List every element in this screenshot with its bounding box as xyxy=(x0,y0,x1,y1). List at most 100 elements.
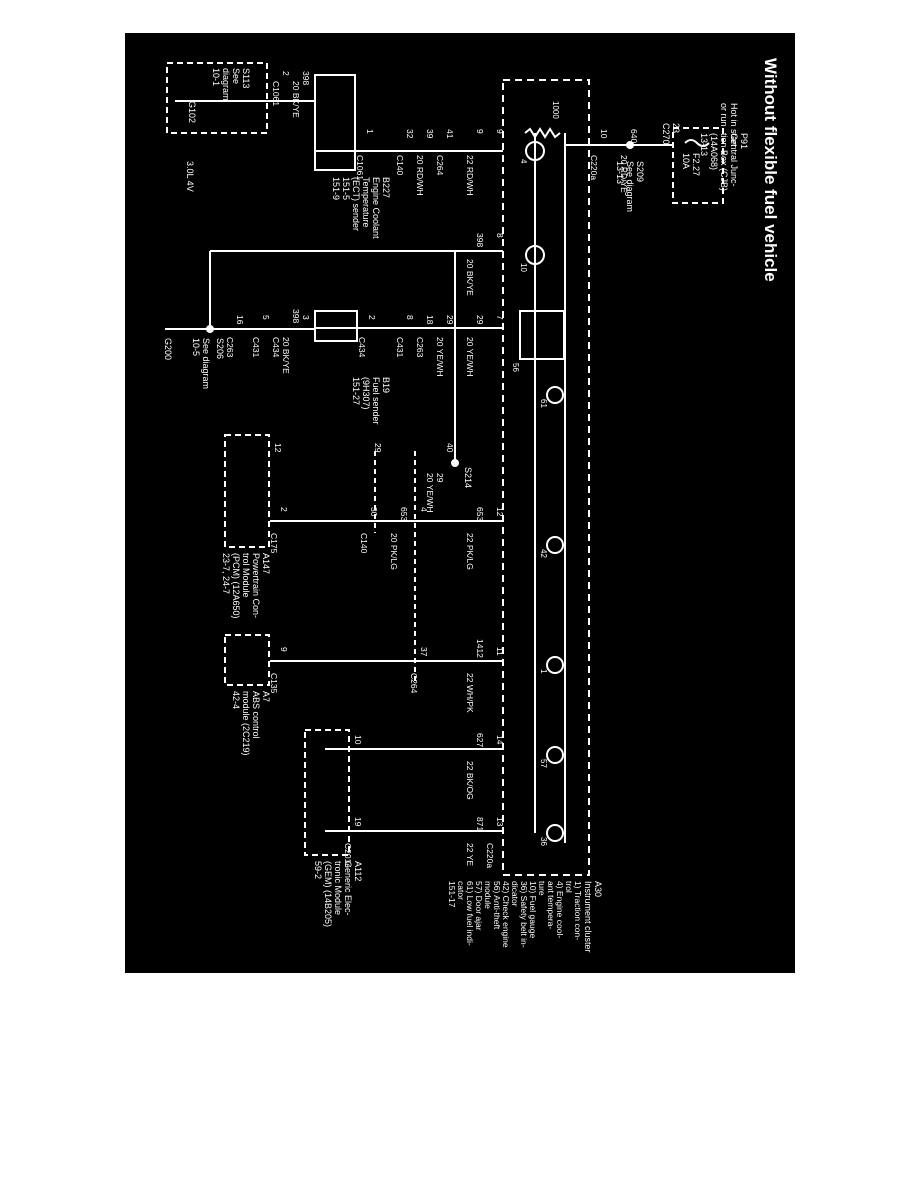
wire-ect-pin: 1 xyxy=(365,129,375,134)
wire-871-conn: C220a xyxy=(485,843,495,868)
pcm-box xyxy=(224,434,270,548)
wire-640-conn: C220a xyxy=(589,155,599,180)
pjb-name-3: tion Box (CJB) xyxy=(719,133,729,191)
wire-c263b-conn: C263 xyxy=(225,337,235,358)
wire-29b-conn: C263 xyxy=(415,337,425,358)
wire-398-pin: 8 xyxy=(495,233,505,238)
splice-s209-label: S209 xyxy=(635,161,645,182)
wire-351-color: 22 RD/WH xyxy=(465,155,475,196)
cluster-legend: 1) Traction con- trol 4) Engine cool- an… xyxy=(447,881,583,948)
resistor-symbol xyxy=(524,127,561,139)
a30-name: A30 xyxy=(593,881,603,897)
wire-29b-circuit: 29 xyxy=(445,315,455,325)
wire-1412-conn: C264 xyxy=(409,673,419,694)
splice-s209-see-2: 13-13 xyxy=(615,161,625,184)
splice-s113-label: S113 xyxy=(241,68,251,88)
wire-b19-lo-conn: C434 xyxy=(271,337,281,358)
legend-item-8: dicator xyxy=(510,881,520,907)
wire-1412-pin: 11 xyxy=(495,647,505,656)
a147-name-4: (PCM) (12A650) xyxy=(231,553,241,619)
splice-s206-see: See diagram xyxy=(201,338,211,389)
pjb-name-2: Central Junc- xyxy=(729,133,739,187)
wire-351-pin2: 41 xyxy=(445,129,455,139)
ground-g200: G200 xyxy=(163,338,173,360)
wire-ect-gnd-circuit: 398 xyxy=(301,71,311,85)
fuse-rating: F2.27 xyxy=(691,153,701,176)
b227-name-3: Temperature xyxy=(361,177,371,228)
legend-item-3: 4) Engine cool- xyxy=(555,881,565,938)
wiring-diagram-canvas: Without flexible fuel vehicle P91 Centra… xyxy=(163,58,780,953)
wire-b19-lo-circuit: 398 xyxy=(291,309,301,323)
wire-s214-circuit: 29 xyxy=(435,473,445,483)
pjb-name-5: 13-13 xyxy=(699,133,709,156)
b19-name-2: Fuel sender xyxy=(371,377,381,425)
wire-871-pin2: 19 xyxy=(353,817,363,827)
pjb-pin: 23 xyxy=(671,123,681,133)
wire-39-conn: C140 xyxy=(395,155,405,176)
wire-398-circuit: 398 xyxy=(475,233,485,247)
engine-variant: 3.0L 4V xyxy=(185,161,195,192)
wire-653b-pin: 30 xyxy=(369,507,379,517)
internal-labels: 1000 4 10 56 61 42 1 57 36 xyxy=(511,101,560,846)
indicator-57 xyxy=(546,746,564,764)
internal-label-1: 1 xyxy=(539,669,548,674)
wire-29b-color: 20 YE/WH xyxy=(435,337,445,377)
legend-item-14: cator xyxy=(456,881,466,900)
a147-name: A147 xyxy=(261,553,271,574)
b227-name-4: (ECT) sender xyxy=(351,177,361,231)
wire-653b-pin2: 4 xyxy=(419,507,429,512)
wire-640-pin: 10 xyxy=(599,129,609,139)
legend-item-7: 36) Safety belt in- xyxy=(519,881,529,948)
wire-ect-gnd-conn: C1061 xyxy=(271,81,281,106)
wire-398-color: 20 BK/YE xyxy=(465,259,475,296)
wire-39-circuit: 39 xyxy=(425,129,435,139)
abs-box xyxy=(224,634,270,686)
legend-item-9: 42) Check engine xyxy=(501,881,511,948)
wire-627-pin: 14 xyxy=(495,735,505,745)
power-note: Hot in start xyxy=(729,103,739,147)
splice-s206-label: S206 xyxy=(215,338,225,359)
ground-g102: G102 xyxy=(187,101,197,123)
indicator-1 xyxy=(546,656,564,674)
wire-29-pin: 7 xyxy=(495,315,505,320)
cluster-box xyxy=(502,79,590,876)
legend-item-2: trol xyxy=(564,881,574,893)
cjb-box xyxy=(672,127,724,204)
legend-item: 1) Traction con- xyxy=(573,881,583,940)
b227-name-2: Engine Coolant xyxy=(371,177,381,239)
wire-871-color: 22 YE xyxy=(465,843,475,866)
power-note-2: or run xyxy=(719,103,729,127)
resistor-value: 1000 xyxy=(551,101,560,119)
legend-item-10: 56) Anti-theft xyxy=(492,881,502,930)
wire-ect-conn: C1061 xyxy=(355,155,365,180)
internal-label-56: 56 xyxy=(511,363,520,372)
wire-b19-lo-color: 20 BK/YE xyxy=(281,337,291,374)
engine-box xyxy=(166,62,268,134)
wire-39-pin2: 32 xyxy=(405,129,415,139)
internal-label-61: 61 xyxy=(539,399,548,408)
wire-640-circuit: 640 xyxy=(629,129,639,143)
legend-item-15: 151-17 xyxy=(447,881,457,908)
ect-sender xyxy=(314,74,356,171)
internal-label-4: 4 xyxy=(519,159,528,164)
wire-39-color: 20 RD/WH xyxy=(415,155,425,196)
a147-name-3: trol Module xyxy=(241,553,251,598)
cjb-labels: P91 Central Junc- tion Box (CJB) (14A068… xyxy=(661,103,749,191)
wire-c431b-pin: 5 xyxy=(261,315,271,320)
b227-name-5: 151-5 xyxy=(341,177,351,200)
wire-871-conn2: C201c xyxy=(343,843,353,868)
wire-b19-lo-pin: 3 xyxy=(301,315,311,320)
indicator-61 xyxy=(546,386,564,404)
legend-item-6: 10) Fuel gauge xyxy=(528,881,538,938)
a147-name-5: 23-7, 24-7 xyxy=(221,553,231,594)
wire-abs-pin: 9 xyxy=(279,647,289,652)
wire-351-circuit: 9 xyxy=(475,129,485,134)
splice-s113-see-3: 10-1 xyxy=(211,68,221,86)
splice-s113-see: See xyxy=(231,68,241,84)
splice-labels: S209 See diagram 13-13 S113 See diagram … xyxy=(163,68,645,488)
wiring-diagram: Without flexible fuel vehicle P91 Centra… xyxy=(125,33,795,973)
a112-name-3: tronic Module xyxy=(333,861,343,915)
wire-ect-gnd-pin: 2 xyxy=(281,71,291,76)
wire-s214-color: 20 YE/WH xyxy=(425,473,435,513)
wire-c434-pin: 2 xyxy=(367,315,377,320)
